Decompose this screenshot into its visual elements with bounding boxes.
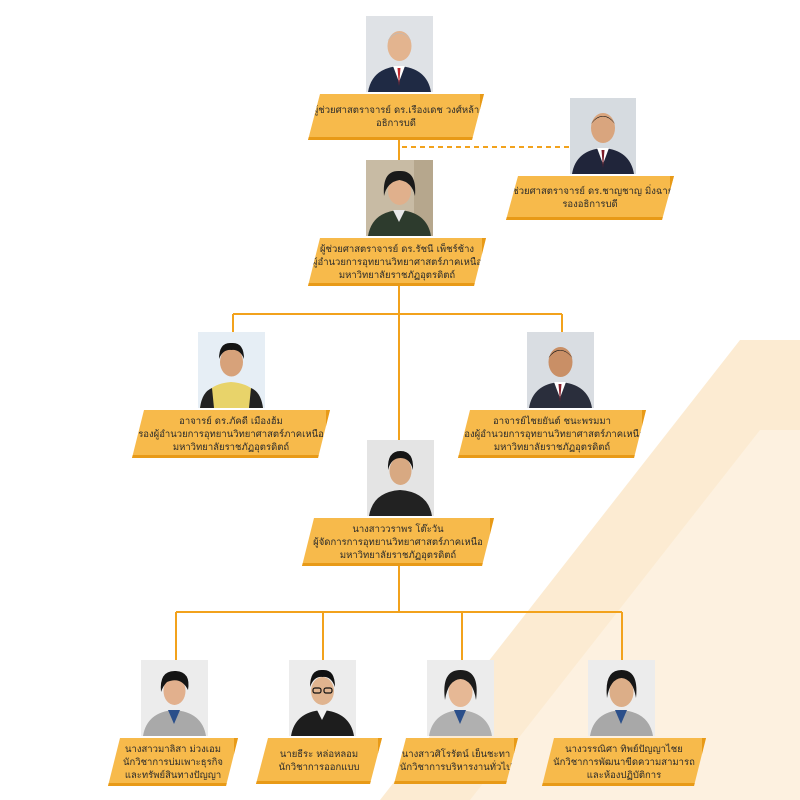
extra-staff-4: และห้องปฏิบัติการ bbox=[586, 769, 662, 781]
photo-vice-president bbox=[570, 98, 636, 174]
plate-director: ผู้ช่วยศาสตราจารย์ ดร.รัชนี เพ็ชร์ช้าง ผ… bbox=[308, 238, 486, 286]
person-portrait-icon bbox=[588, 660, 655, 736]
title-director: ผู้อำนวยการอุทยานวิทยาศาสตร์ภาคเหนือ bbox=[311, 256, 483, 268]
plate-staff-4: นางวรรณิศา ทิพย์ปัญญาไชย นักวิชาการพัฒนา… bbox=[542, 738, 706, 786]
name-staff-2: นายธีระ หล่อหลอม bbox=[279, 749, 359, 760]
person-portrait-icon bbox=[366, 16, 433, 92]
photo-staff-2 bbox=[289, 660, 356, 736]
title-staff-1: นักวิชาการบ่มเพาะธุรกิจ bbox=[122, 756, 223, 768]
extra-staff-1: และทรัพย์สินทางปัญญา bbox=[124, 769, 222, 781]
plate-deputy-left: อาจารย์ ดร.ภัคดี เมืองฮ้ม รองผู้อำนวยการ… bbox=[132, 410, 330, 458]
plate-staff-1: นางสาวมาลิสา ม่วงเอม นักวิชาการบ่มเพาะธุ… bbox=[108, 738, 238, 786]
photo-staff-3 bbox=[427, 660, 494, 736]
name-president: ผู้ช่วยศาสตราจารย์ ดร.เรืองเดช วงศ์หล้า bbox=[312, 105, 480, 116]
name-deputy-right: อาจารย์ไชยยันต์ ชนะพรมมา bbox=[493, 415, 611, 427]
name-director: ผู้ช่วยศาสตราจารย์ ดร.รัชนี เพ็ชร์ช้าง bbox=[319, 243, 475, 255]
photo-staff-1 bbox=[141, 660, 208, 736]
photo-deputy-left bbox=[198, 332, 265, 408]
plate-president: ผู้ช่วยศาสตราจารย์ ดร.เรืองเดช วงศ์หล้า … bbox=[308, 94, 484, 140]
plate-staff-2: นายธีระ หล่อหลอม นักวิชาการออกแบบ bbox=[256, 738, 382, 784]
title-deputy-right: รองผู้อำนวยการอุทยานวิทยาศาสตร์ภาคเหนือ bbox=[459, 428, 645, 440]
photo-director bbox=[366, 160, 433, 236]
name-staff-4: นางวรรณิศา ทิพย์ปัญญาไชย bbox=[565, 743, 683, 755]
title-vice-president: รองอธิการบดี bbox=[562, 199, 618, 210]
title-staff-4: นักวิชาการพัฒนาขีดความสามารถ bbox=[553, 756, 695, 768]
org-deputy-right: มหาวิทยาลัยราชภัฏอุตรดิตถ์ bbox=[493, 441, 611, 453]
plate-manager: นางสาววราพร โต๊ะวัน ผู้จัดการการอุทยานวิ… bbox=[302, 518, 494, 566]
plate-staff-3: นางสาวศิโรรัตน์ เย็นชะทา นักวิชาการบริหา… bbox=[394, 738, 518, 784]
title-deputy-left: รองผู้อำนวยการอุทยานวิทยาศาสตร์ภาคเหนือ bbox=[138, 428, 324, 440]
name-manager: นางสาววราพร โต๊ะวัน bbox=[352, 523, 444, 535]
org-manager: มหาวิทยาลัยราชภัฏอุตรดิตถ์ bbox=[339, 549, 457, 561]
person-portrait-icon bbox=[198, 332, 265, 408]
person-portrait-icon bbox=[367, 440, 434, 516]
title-president: อธิการบดี bbox=[376, 118, 416, 129]
photo-staff-4 bbox=[588, 660, 655, 736]
person-portrait-icon bbox=[366, 160, 433, 236]
person-portrait-icon bbox=[427, 660, 494, 736]
photo-manager bbox=[367, 440, 434, 516]
person-portrait-icon bbox=[141, 660, 208, 736]
photo-president bbox=[366, 16, 433, 92]
title-manager: ผู้จัดการการอุทยานวิทยาศาสตร์ภาคเหนือ bbox=[313, 536, 483, 548]
name-staff-3: นางสาวศิโรรัตน์ เย็นชะทา bbox=[401, 749, 511, 760]
person-portrait-icon bbox=[527, 332, 594, 408]
org-director: มหาวิทยาลัยราชภัฏอุตรดิตถ์ bbox=[338, 269, 456, 281]
photo-deputy-right bbox=[527, 332, 594, 408]
name-staff-1: นางสาวมาลิสา ม่วงเอม bbox=[125, 743, 221, 755]
title-staff-3: นักวิชาการบริหารงานทั่วไป bbox=[399, 762, 513, 773]
name-deputy-left: อาจารย์ ดร.ภัคดี เมืองฮ้ม bbox=[179, 415, 283, 427]
plate-deputy-right: อาจารย์ไชยยันต์ ชนะพรมมา รองผู้อำนวยการอ… bbox=[458, 410, 646, 458]
person-portrait-icon bbox=[289, 660, 356, 736]
plate-vice-president: ผู้ช่วยศาสตราจารย์ ดร.ชาญชาญ มิ่งฉาย รอง… bbox=[506, 176, 674, 220]
title-staff-2: นักวิชาการออกแบบ bbox=[278, 762, 360, 773]
name-vice-president: ผู้ช่วยศาสตราจารย์ ดร.ชาญชาญ มิ่งฉาย bbox=[506, 186, 674, 197]
org-deputy-left: มหาวิทยาลัยราชภัฏอุตรดิตถ์ bbox=[172, 441, 290, 453]
person-portrait-icon bbox=[570, 98, 636, 174]
